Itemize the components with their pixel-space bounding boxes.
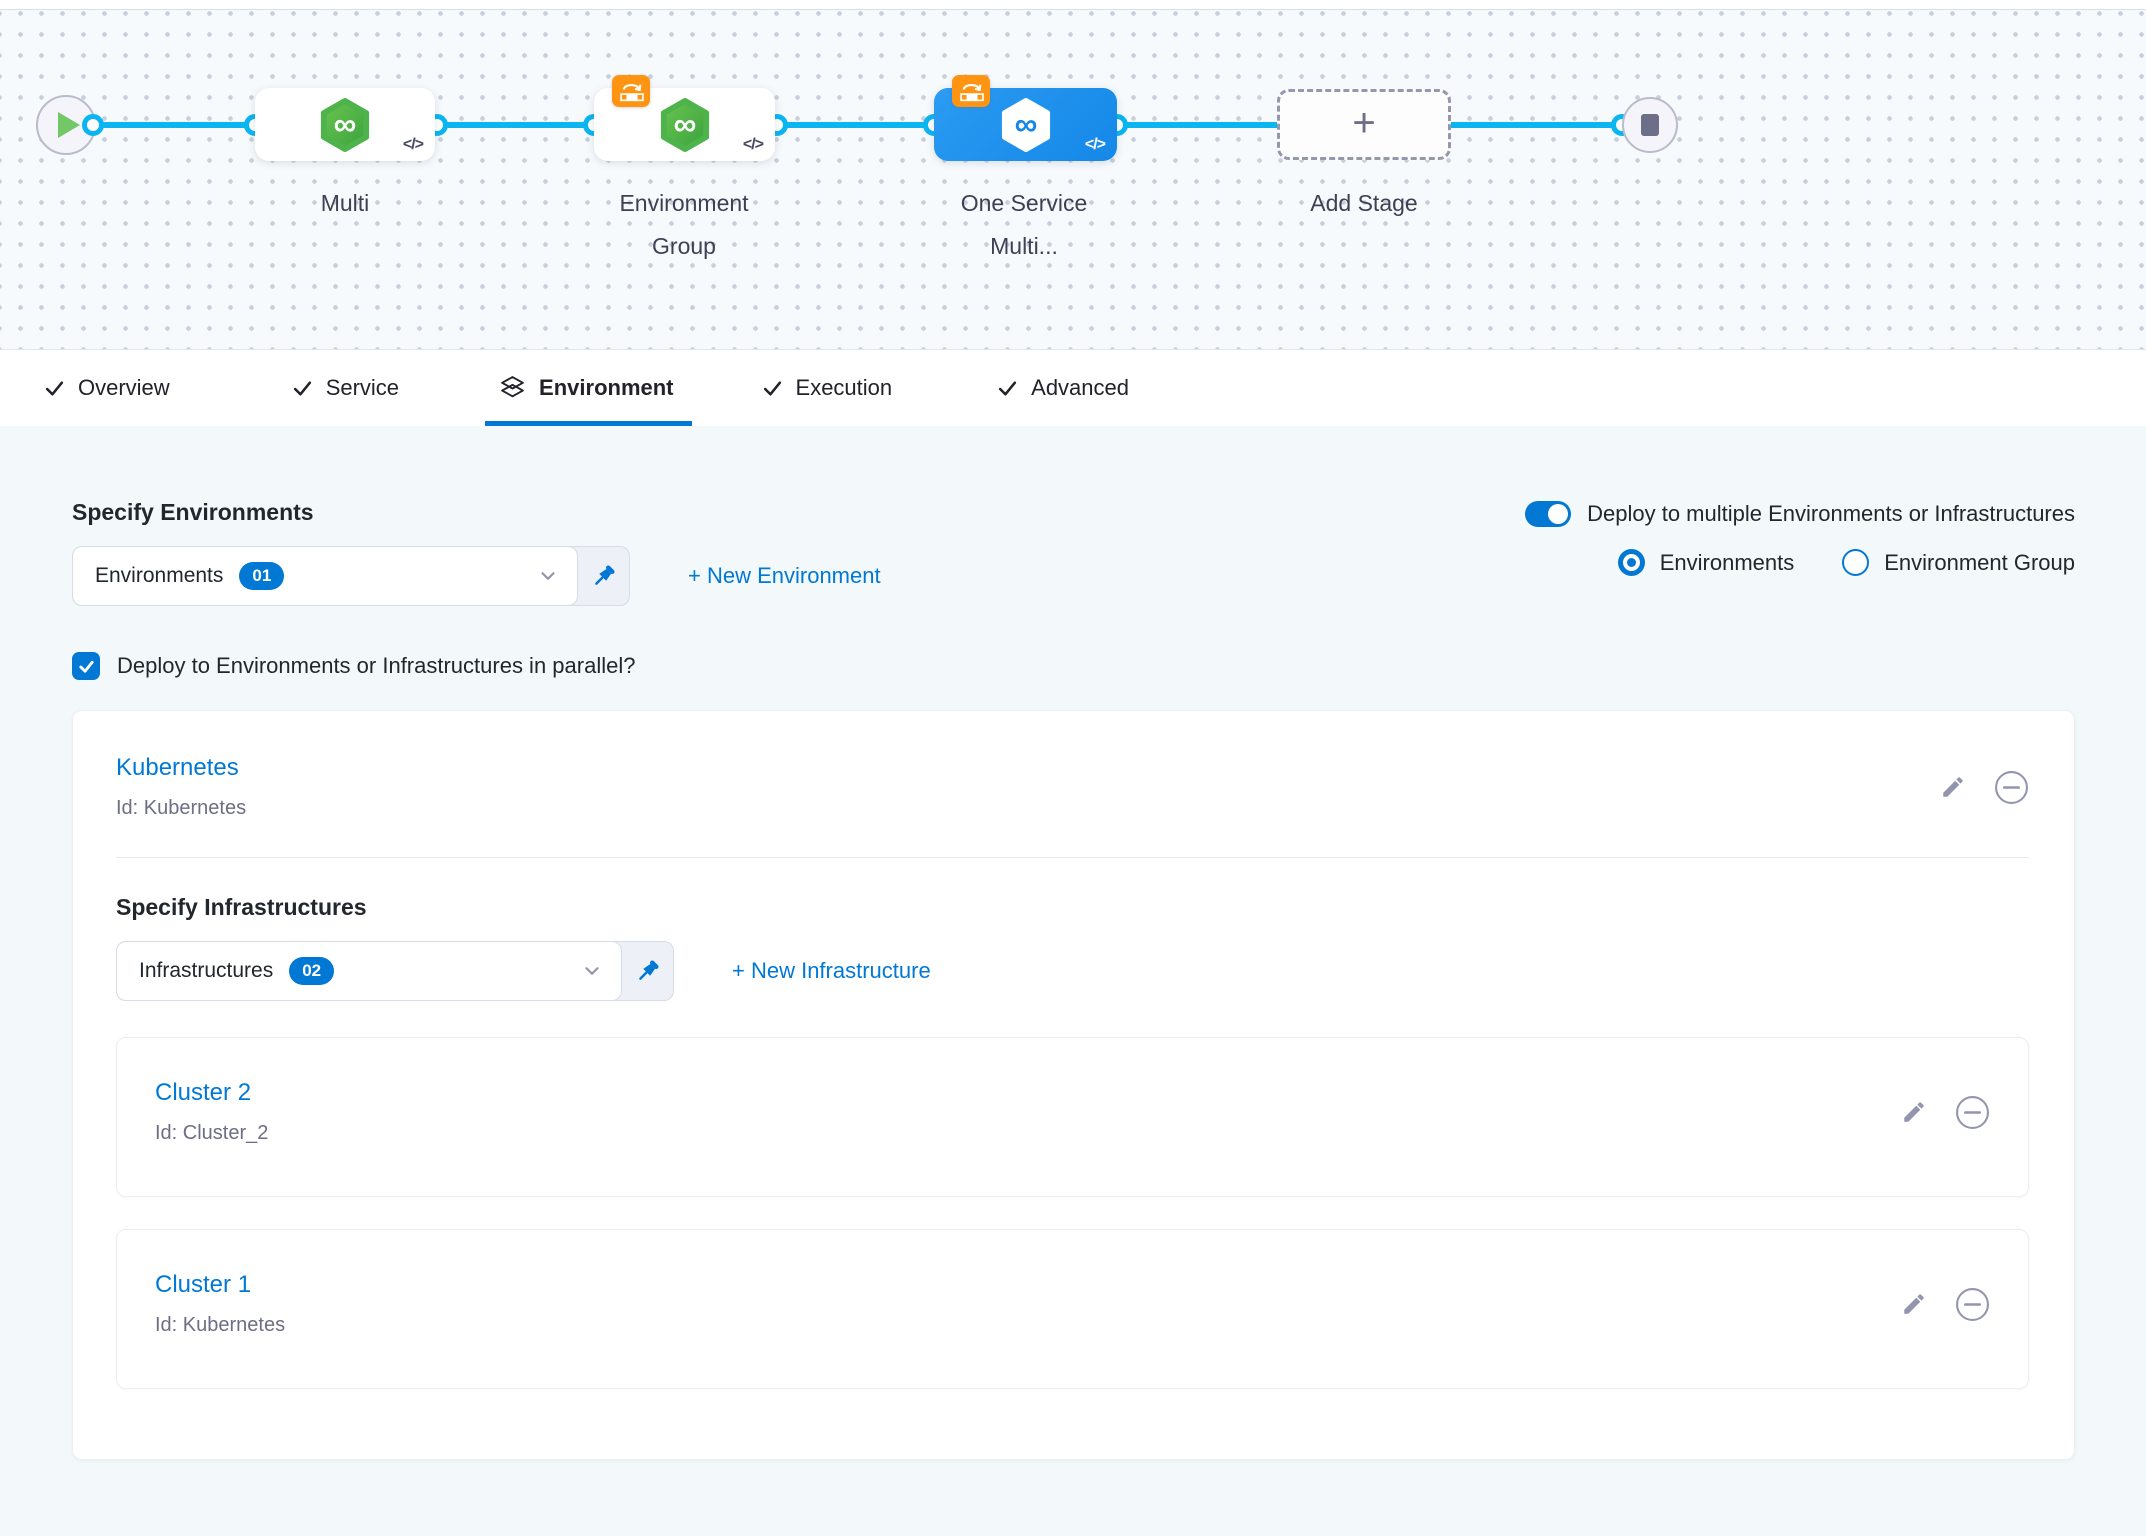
- new-infrastructure-link[interactable]: + New Infrastructure: [732, 958, 931, 983]
- environment-stack-icon: [499, 375, 526, 402]
- stage-node-one-service-selected[interactable]: ∞ </>: [934, 75, 1117, 161]
- tab-service[interactable]: Service: [292, 350, 399, 426]
- environment-id: Id: Kubernetes: [116, 797, 247, 819]
- pin-icon: [634, 958, 661, 985]
- stage-node-environment-group[interactable]: ∞ </>: [594, 75, 775, 161]
- stage-label: Environment Group: [619, 190, 749, 259]
- svg-text:∞: ∞: [673, 106, 696, 142]
- infrastructure-name-link[interactable]: Cluster 1: [155, 1271, 252, 1298]
- check-icon: [292, 378, 313, 399]
- svg-text:∞: ∞: [334, 106, 357, 142]
- rolling-icon: [618, 79, 645, 104]
- infrastructure-name-link[interactable]: Cluster 2: [155, 1079, 252, 1106]
- environments-select-value[interactable]: Environments 01: [72, 546, 578, 606]
- stop-icon: [1641, 114, 1659, 136]
- edit-infrastructure-button[interactable]: [1901, 1291, 1927, 1317]
- fixed-value-pin-button[interactable]: [578, 547, 629, 605]
- infrastructure-card: Cluster 2 Id: Cluster_2: [116, 1037, 2029, 1197]
- card-divider: [116, 857, 2029, 858]
- chevron-down-icon: [581, 960, 603, 982]
- infrastructure-id: Id: Cluster_2: [155, 1122, 269, 1144]
- radio-environments-label: Environments: [1659, 549, 1795, 575]
- yaml-code-indicator: </>: [1084, 136, 1106, 153]
- edit-environment-button[interactable]: [1940, 774, 1966, 800]
- tab-execution[interactable]: Execution: [762, 350, 893, 426]
- add-stage-label: Add Stage: [1310, 190, 1418, 216]
- remove-infrastructure-button[interactable]: [1955, 1095, 1990, 1130]
- stage-connector-line: [93, 122, 1630, 128]
- deploy-parallel-checkbox-label: Deploy to Environments or Infrastructure…: [117, 653, 636, 678]
- remove-infrastructure-button[interactable]: [1955, 1287, 1990, 1322]
- pin-icon: [590, 563, 617, 590]
- checkmark-icon: [77, 657, 96, 676]
- pencil-icon: [1901, 1291, 1927, 1317]
- tab-label: Service: [325, 375, 400, 400]
- toggle-knob: [1548, 504, 1569, 524]
- infrastructures-count-badge: 02: [289, 957, 335, 985]
- stage-node-multi[interactable]: ∞ </>: [255, 88, 435, 161]
- specify-environments-heading: Specify Environments: [72, 499, 314, 525]
- rolling-deployment-badge: [952, 75, 990, 107]
- tab-environment[interactable]: Environment: [485, 350, 693, 426]
- remove-environment-button[interactable]: [1994, 770, 2029, 805]
- environments-select-label: Environments: [95, 564, 224, 587]
- environments-count-badge: 01: [239, 562, 285, 590]
- deploy-parallel-checkbox[interactable]: [72, 652, 100, 680]
- tab-label: Advanced: [1031, 375, 1129, 400]
- edit-infrastructure-button[interactable]: [1901, 1099, 1927, 1125]
- check-icon: [997, 378, 1018, 399]
- pipeline-end-node: [1622, 97, 1678, 153]
- radio-environment-group[interactable]: [1842, 549, 1870, 576]
- tab-label: Environment: [539, 375, 674, 400]
- infrastructures-select[interactable]: Infrastructures 02: [116, 941, 674, 1001]
- pencil-icon: [1901, 1099, 1927, 1125]
- harness-service-icon: ∞: [319, 97, 371, 153]
- pipeline-start-node: [36, 95, 96, 155]
- tab-advanced[interactable]: Advanced: [997, 350, 1129, 426]
- radio-environment-group-label: Environment Group: [1884, 549, 2075, 575]
- fixed-value-pin-button[interactable]: [622, 942, 673, 1000]
- environments-select[interactable]: Environments 01: [72, 546, 630, 606]
- infrastructure-card: Cluster 1 Id: Kubernetes: [116, 1229, 2029, 1389]
- check-icon: [762, 378, 783, 399]
- pencil-icon: [1940, 774, 1966, 800]
- rolling-icon: [958, 79, 985, 104]
- svg-text:∞: ∞: [1014, 106, 1037, 142]
- add-stage-button[interactable]: +: [1277, 89, 1451, 160]
- chevron-down-icon: [537, 565, 559, 587]
- tab-label: Execution: [795, 375, 893, 400]
- check-icon: [44, 378, 65, 399]
- minus-circle-icon: [1994, 770, 2029, 805]
- top-divider-bar: [0, 0, 2146, 10]
- yaml-code-indicator: </>: [742, 136, 764, 153]
- rolling-deployment-badge: [612, 75, 650, 107]
- deploy-multiple-toggle[interactable]: [1525, 501, 1572, 527]
- environment-card: Kubernetes Id: Kubernetes Specify Infras…: [72, 710, 2075, 1460]
- yaml-code-indicator: </>: [402, 136, 424, 153]
- new-environment-link[interactable]: + New Environment: [688, 563, 881, 588]
- harness-service-icon: ∞: [1000, 97, 1052, 153]
- infrastructure-id: Id: Kubernetes: [155, 1314, 286, 1336]
- specify-infrastructures-heading: Specify Infrastructures: [116, 894, 367, 920]
- tab-label: Overview: [78, 375, 170, 400]
- minus-circle-icon: [1955, 1095, 1990, 1130]
- infrastructures-select-label: Infrastructures: [139, 959, 274, 982]
- minus-circle-icon: [1955, 1287, 1990, 1322]
- stage-label: Multi: [320, 190, 370, 216]
- harness-service-icon: ∞: [659, 97, 711, 153]
- radio-environments[interactable]: [1617, 549, 1645, 576]
- stage-graph-canvas[interactable]: ∞ </> ∞ </> ∞ </> + Multi Environment Gr…: [0, 10, 2146, 349]
- deploy-multiple-toggle-label: Deploy to multiple Environments or Infra…: [1587, 501, 2075, 526]
- tab-overview[interactable]: Overview: [44, 350, 170, 426]
- play-icon: [58, 112, 80, 138]
- stage-label: One Service Multi...: [960, 190, 1088, 259]
- environment-tab-content: Specify Environments Environments 01: [0, 426, 2146, 1460]
- stage-config-tabbar: Overview Service Environment Execution A…: [0, 349, 2146, 426]
- connector-port: [82, 114, 104, 136]
- infrastructures-select-value[interactable]: Infrastructures 02: [116, 941, 622, 1001]
- environment-name-link[interactable]: Kubernetes: [116, 754, 239, 781]
- plus-icon: +: [1352, 100, 1376, 145]
